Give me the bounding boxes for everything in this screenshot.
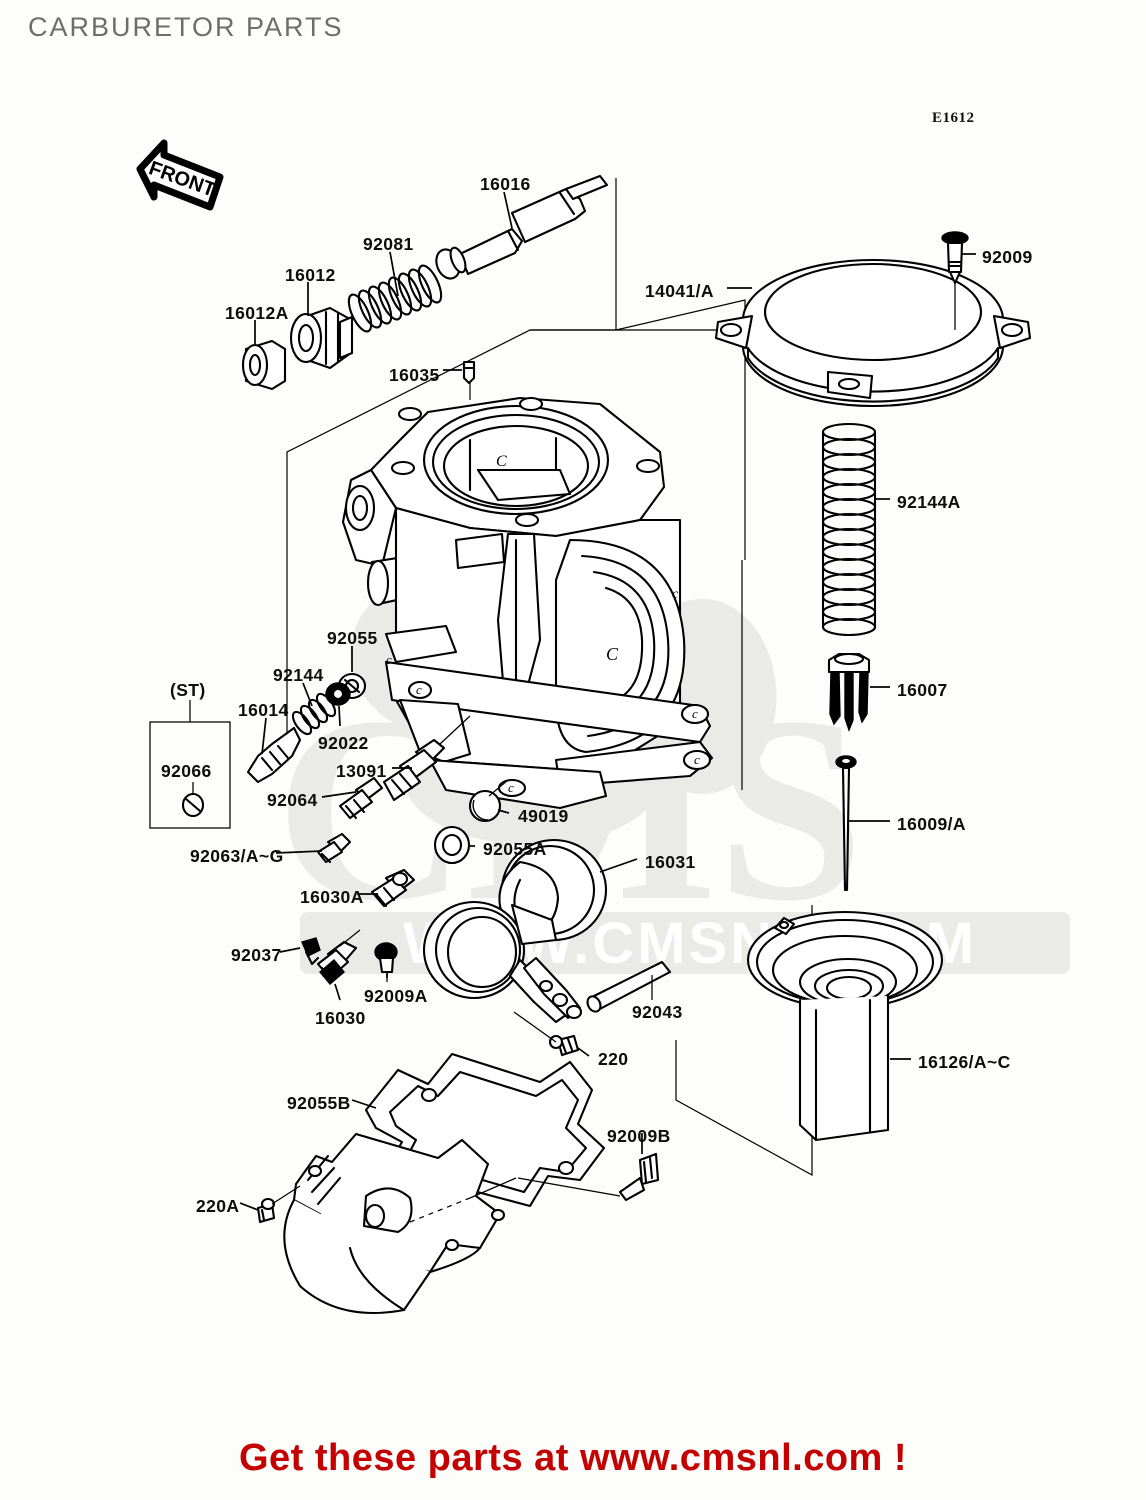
part-label-92009A: 92009A — [364, 986, 428, 1006]
part-label-92063-A-G: 92063/A~G — [190, 846, 284, 866]
part-label-16030: 16030 — [315, 1008, 366, 1028]
assembly-grouping-lines — [286, 178, 813, 1177]
part-92022-washer — [325, 682, 351, 706]
part-92144A-spring — [821, 422, 877, 637]
svg-text:c: c — [672, 587, 679, 602]
footer-cta: Get these parts at www.cmsnl.com ! — [238, 1437, 908, 1479]
part-92009-screw — [941, 231, 969, 330]
part-16009A-needle — [835, 755, 857, 892]
part-label-92055A: 92055A — [483, 839, 547, 859]
st-group-label: (ST) — [170, 680, 206, 700]
part-label-16035: 16035 — [389, 365, 440, 385]
svg-text:C: C — [606, 644, 619, 664]
part-92064-plug — [338, 776, 384, 820]
part-label-16012A: 16012A — [225, 303, 289, 323]
part-16030-valve — [316, 929, 361, 985]
part-16031-float — [422, 838, 608, 1024]
part-label-49019: 49019 — [518, 806, 569, 826]
svg-text:c: c — [416, 682, 422, 697]
front-direction-badge: FRONT — [128, 133, 228, 221]
part-label-14041-A: 14041/A — [645, 281, 714, 301]
part-16030A-jet — [370, 868, 416, 908]
part-label-16007: 16007 — [897, 680, 948, 700]
part-label-92009B: 92009B — [607, 1126, 671, 1146]
part-label-92144: 92144 — [273, 665, 324, 685]
part-92081-spring — [347, 264, 443, 333]
carburetor-main-body: C C c c — [341, 396, 714, 810]
part-label-92144A: 92144A — [897, 492, 961, 512]
part-label-92037: 92037 — [231, 945, 282, 965]
svg-text:c: c — [694, 752, 700, 767]
part-label-16030A: 16030A — [300, 887, 364, 907]
part-16012-fitting — [289, 306, 354, 370]
part-label-92055: 92055 — [327, 628, 378, 648]
part-13091-holder — [382, 715, 471, 802]
part-label-220A: 220A — [196, 1196, 240, 1216]
part-label-92043: 92043 — [632, 1002, 683, 1022]
part-label-92064: 92064 — [267, 790, 318, 810]
part-label-16012: 16012 — [285, 265, 336, 285]
part-label-92009: 92009 — [982, 247, 1033, 267]
svg-text:C: C — [496, 453, 507, 470]
part-label-16126-A-C: 16126/A~C — [918, 1052, 1011, 1072]
part-16012A-cap — [241, 339, 287, 391]
part-label-16009-A: 16009/A — [897, 814, 966, 834]
part-label-220: 220 — [598, 1049, 629, 1069]
part-92055A-oring — [433, 825, 471, 865]
part-92043-pin — [586, 960, 672, 1013]
float-bowl — [283, 1132, 517, 1315]
part-92063-jet — [316, 832, 352, 864]
part-label-13091: 13091 — [336, 761, 387, 781]
part-16126-diaphragm — [746, 910, 944, 1142]
part-label-92055B: 92055B — [287, 1093, 351, 1113]
part-16016-shaft — [435, 174, 609, 280]
part-220A-screw — [256, 1185, 301, 1224]
label-leader-lines — [239, 191, 976, 1211]
part-220-screw — [513, 1011, 580, 1057]
svg-text:c: c — [508, 780, 514, 795]
part-label-92081: 92081 — [363, 234, 414, 254]
svg-text:c: c — [386, 652, 392, 667]
part-label-16014: 16014 — [238, 700, 289, 720]
part-92037-clamp — [301, 937, 321, 966]
part-49019-filter — [468, 779, 509, 823]
part-16007-holder — [827, 652, 871, 733]
diagram-code: E1612 — [932, 110, 975, 126]
part-label-92022: 92022 — [318, 733, 369, 753]
part-label-92066: 92066 — [161, 761, 212, 781]
part-16035-plug — [462, 360, 476, 385]
part-14041A-cover — [714, 258, 1032, 408]
part-label-16031: 16031 — [645, 852, 696, 872]
part-92009B-screw — [517, 1152, 660, 1202]
page-title: CARBURETOR PARTS — [28, 12, 344, 42]
part-label-16016: 16016 — [480, 174, 531, 194]
part-92066-in-st-box — [149, 700, 231, 829]
part-16014-pilot-screw — [246, 726, 302, 784]
svg-text:c: c — [692, 706, 698, 721]
